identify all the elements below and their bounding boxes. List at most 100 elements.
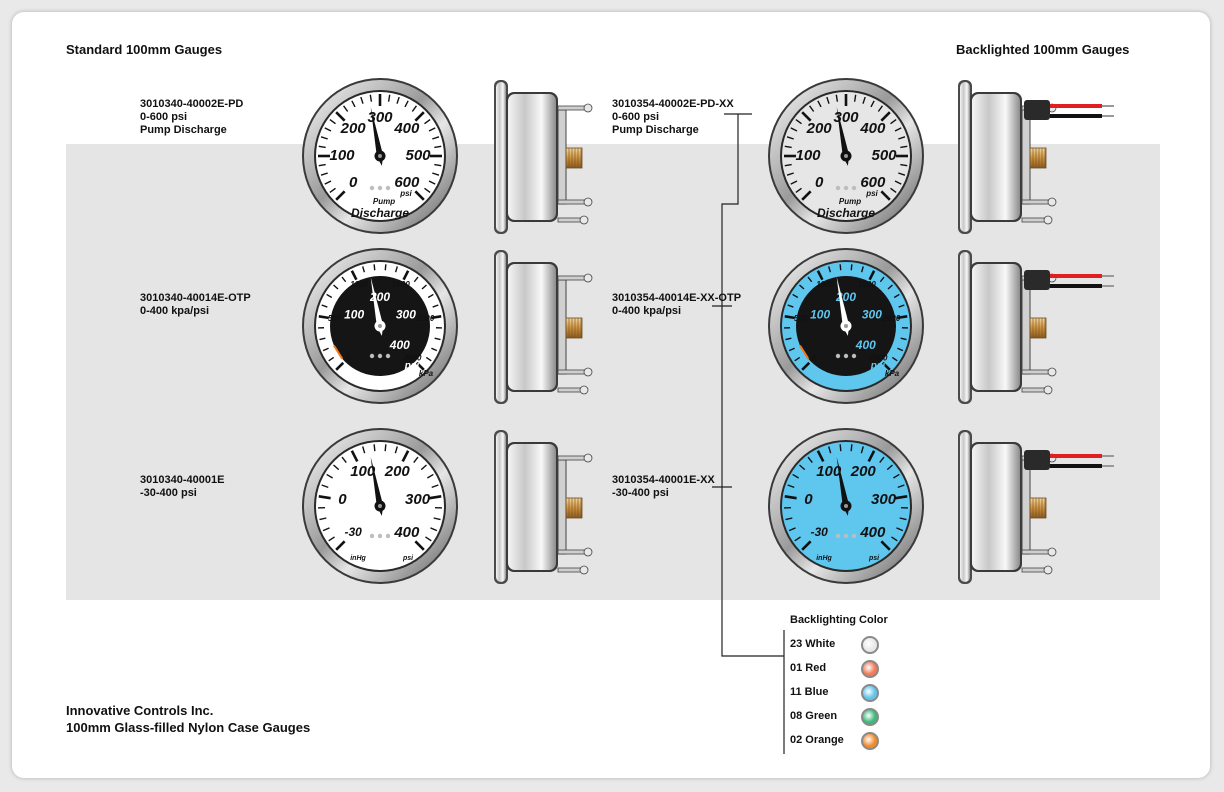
minor-tick bbox=[425, 536, 432, 542]
legend-item-white: 23 White bbox=[790, 638, 835, 650]
major-tick bbox=[867, 450, 876, 463]
product-description: 100mm Glass-filled Nylon Case Gauges bbox=[66, 720, 311, 735]
dial-number: -30 bbox=[810, 525, 828, 539]
major-tick bbox=[350, 270, 358, 281]
mounting-stud bbox=[557, 567, 583, 573]
minor-tick bbox=[425, 356, 432, 362]
indicator-dot bbox=[835, 353, 841, 359]
major-tick bbox=[880, 540, 891, 551]
minor-tick bbox=[792, 473, 800, 479]
needle-fin bbox=[375, 484, 380, 493]
minor-tick bbox=[324, 180, 332, 185]
minor-tick bbox=[891, 356, 898, 362]
minor-tick bbox=[862, 96, 866, 104]
major-tick bbox=[816, 270, 824, 281]
outer-scale-number: 1000 bbox=[816, 280, 834, 289]
minor-tick bbox=[434, 163, 442, 167]
indicator-dot bbox=[843, 185, 849, 191]
dial-unit: psi bbox=[402, 555, 414, 562]
minor-tick bbox=[860, 446, 864, 454]
dial-number: 200 bbox=[806, 120, 833, 137]
mounting-stud bbox=[1021, 549, 1051, 555]
minor-tick bbox=[431, 347, 438, 352]
major-tick bbox=[880, 111, 891, 122]
minor-tick bbox=[785, 337, 792, 341]
minor-tick bbox=[860, 266, 864, 273]
major-tick bbox=[816, 450, 825, 463]
outer-scale-number: 2500 bbox=[403, 354, 422, 363]
dial-number: 0 bbox=[804, 491, 813, 508]
major-tick bbox=[335, 190, 346, 201]
minor-tick bbox=[877, 105, 884, 112]
minor-tick bbox=[807, 276, 813, 283]
inner-scale-number: 100 bbox=[810, 307, 830, 321]
minor-tick bbox=[320, 172, 328, 176]
legend-item-green: 08 Green bbox=[790, 710, 837, 722]
case-body bbox=[972, 94, 1020, 220]
mounting-stud bbox=[1021, 387, 1047, 393]
green-swatch-icon bbox=[861, 708, 879, 726]
outer-scale-number: 0 bbox=[345, 354, 350, 363]
part-number: 3010340-40014E-OTP bbox=[140, 292, 251, 304]
stud-nut bbox=[1047, 547, 1057, 557]
outer-scale-number: 1500 bbox=[392, 280, 410, 289]
range: 0-400 kpa/psi bbox=[140, 305, 210, 317]
bezel-edge-face bbox=[960, 432, 970, 582]
indicator-dot bbox=[385, 353, 391, 359]
dial-number: -30 bbox=[344, 525, 362, 539]
major-tick bbox=[880, 190, 891, 201]
minor-tick bbox=[434, 145, 442, 149]
gauge-side-view-std-2 bbox=[494, 250, 593, 404]
minor-tick bbox=[794, 536, 801, 542]
minor-tick bbox=[790, 127, 798, 132]
dial-number: 200 bbox=[340, 120, 367, 137]
case-body bbox=[508, 264, 556, 390]
part-number: 3010354-40002E-PD-XX bbox=[612, 98, 734, 110]
indicator-dot bbox=[385, 185, 391, 191]
minor-tick bbox=[328, 356, 335, 362]
back-plate bbox=[1021, 279, 1031, 375]
mounting-stud bbox=[1021, 199, 1051, 205]
minor-tick bbox=[320, 136, 328, 140]
minor-tick bbox=[784, 163, 792, 167]
minor-tick bbox=[788, 527, 796, 532]
minor-tick bbox=[891, 536, 898, 542]
minor-tick bbox=[799, 464, 806, 471]
brass-fitting bbox=[565, 317, 583, 339]
stud-nut bbox=[1043, 385, 1053, 395]
bl-row2-label: 3010354-40014E-XX-OTP 0-400 kpa/psi bbox=[612, 292, 741, 318]
bezel-edge-face bbox=[960, 252, 970, 402]
outer-scale-number: 500 bbox=[794, 314, 808, 323]
indicator-dot bbox=[843, 533, 849, 539]
indicator-dot bbox=[851, 533, 857, 539]
minor-tick bbox=[900, 337, 907, 341]
outer-scale-number: 2000 bbox=[882, 314, 901, 323]
back-plate bbox=[557, 459, 567, 555]
major-tick bbox=[801, 190, 812, 201]
bezel-edge-face bbox=[960, 82, 970, 232]
minor-tick bbox=[373, 264, 376, 271]
mounting-stud bbox=[557, 549, 587, 555]
indicator-dot bbox=[851, 185, 857, 191]
minor-tick bbox=[324, 127, 332, 132]
minor-tick bbox=[898, 172, 906, 176]
stud-nut bbox=[583, 367, 593, 377]
stud-nut bbox=[1047, 197, 1057, 207]
dial-number: 300 bbox=[871, 491, 897, 508]
minor-tick bbox=[900, 145, 908, 149]
brass-fitting bbox=[1029, 497, 1047, 519]
minor-tick bbox=[850, 444, 853, 452]
stud-nut bbox=[579, 565, 589, 575]
minor-tick bbox=[434, 337, 441, 341]
case-body bbox=[972, 444, 1020, 570]
dial-number: 100 bbox=[350, 463, 376, 480]
minor-tick bbox=[817, 100, 822, 108]
indicator-dot bbox=[835, 185, 841, 191]
back-plate bbox=[557, 109, 567, 205]
outer-scale-number: 500 bbox=[328, 314, 342, 323]
minor-tick bbox=[899, 517, 907, 521]
minor-tick bbox=[835, 94, 839, 102]
needle-fin bbox=[841, 484, 846, 493]
range: -30-400 psi bbox=[140, 487, 197, 499]
